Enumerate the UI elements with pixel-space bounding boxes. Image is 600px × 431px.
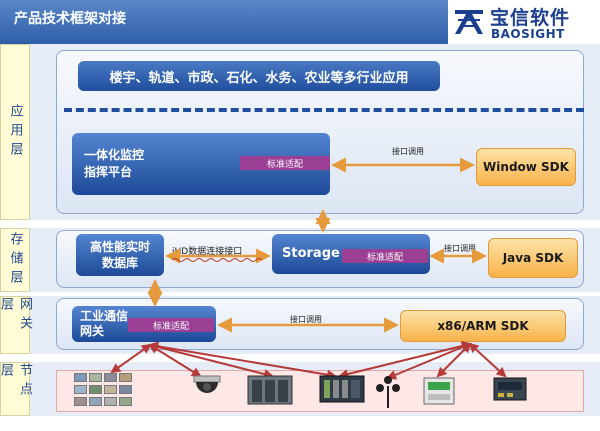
dome-camera-icon xyxy=(193,375,221,393)
header-bar: 产品技术框架对接 宝信软件 BAOSIGHT xyxy=(0,0,600,44)
realtime-db-box: 高性能实时 数据库 xyxy=(76,234,164,276)
link-gateway-server xyxy=(148,342,274,379)
wind-sensor-icon xyxy=(376,376,400,408)
device-links xyxy=(110,341,507,380)
link-sdk-meter xyxy=(468,342,507,378)
server-rack-icon xyxy=(247,375,293,405)
video-wall-icon xyxy=(74,373,132,409)
plc-controller-icon xyxy=(319,375,365,403)
window-sdk-box: Window SDK xyxy=(476,148,576,186)
ihd-interface-wave xyxy=(171,258,263,262)
meter-panel-icon xyxy=(493,377,527,401)
app-standard-adapt-tag: 标准适配 xyxy=(240,156,330,170)
logo-brand-cn: 宝信软件 xyxy=(490,7,571,29)
industry-applications-banner: 楼宇、轨道、市政、石化、水务、农业等多行业应用 xyxy=(78,61,440,91)
x86-arm-sdk-box: x86/ARM SDK xyxy=(400,310,566,342)
java-sdk-box: Java SDK xyxy=(488,238,578,278)
baosight-logo: 宝信软件 BAOSIGHT xyxy=(448,0,600,44)
io-module-icon xyxy=(423,377,455,405)
link-gateway-plc xyxy=(148,341,337,380)
link-sdk-io xyxy=(436,342,472,378)
layer-label-network: 网关层 xyxy=(0,296,32,354)
page-title: 产品技术框架对接 xyxy=(14,11,126,27)
layer-label-application: 应用层 xyxy=(0,44,30,220)
layer-label-storage: 存储层 xyxy=(0,228,30,292)
logo-brand-en: BAOSIGHT xyxy=(491,27,565,41)
baosight-logo-mark-icon xyxy=(455,10,483,34)
gateway-box: 工业通信 网关 xyxy=(72,306,216,342)
link-gateway-videowall xyxy=(110,343,152,374)
gateway-label: 工业通信 网关 xyxy=(80,309,129,338)
storage-standard-adapt-tag: 标准适配 xyxy=(342,249,428,263)
realtime-db-label: 高性能实时 数据库 xyxy=(89,240,150,270)
storage-label: Storage xyxy=(282,246,340,261)
app-interface-call-label: 接口调用 xyxy=(392,147,424,156)
dashed-divider xyxy=(64,108,584,112)
monitoring-platform-label: 一体化监控 指挥平台 xyxy=(84,148,145,179)
network-standard-adapt-tag: 标准适配 xyxy=(128,318,214,332)
layer-label-node: 节点层 xyxy=(0,362,32,416)
